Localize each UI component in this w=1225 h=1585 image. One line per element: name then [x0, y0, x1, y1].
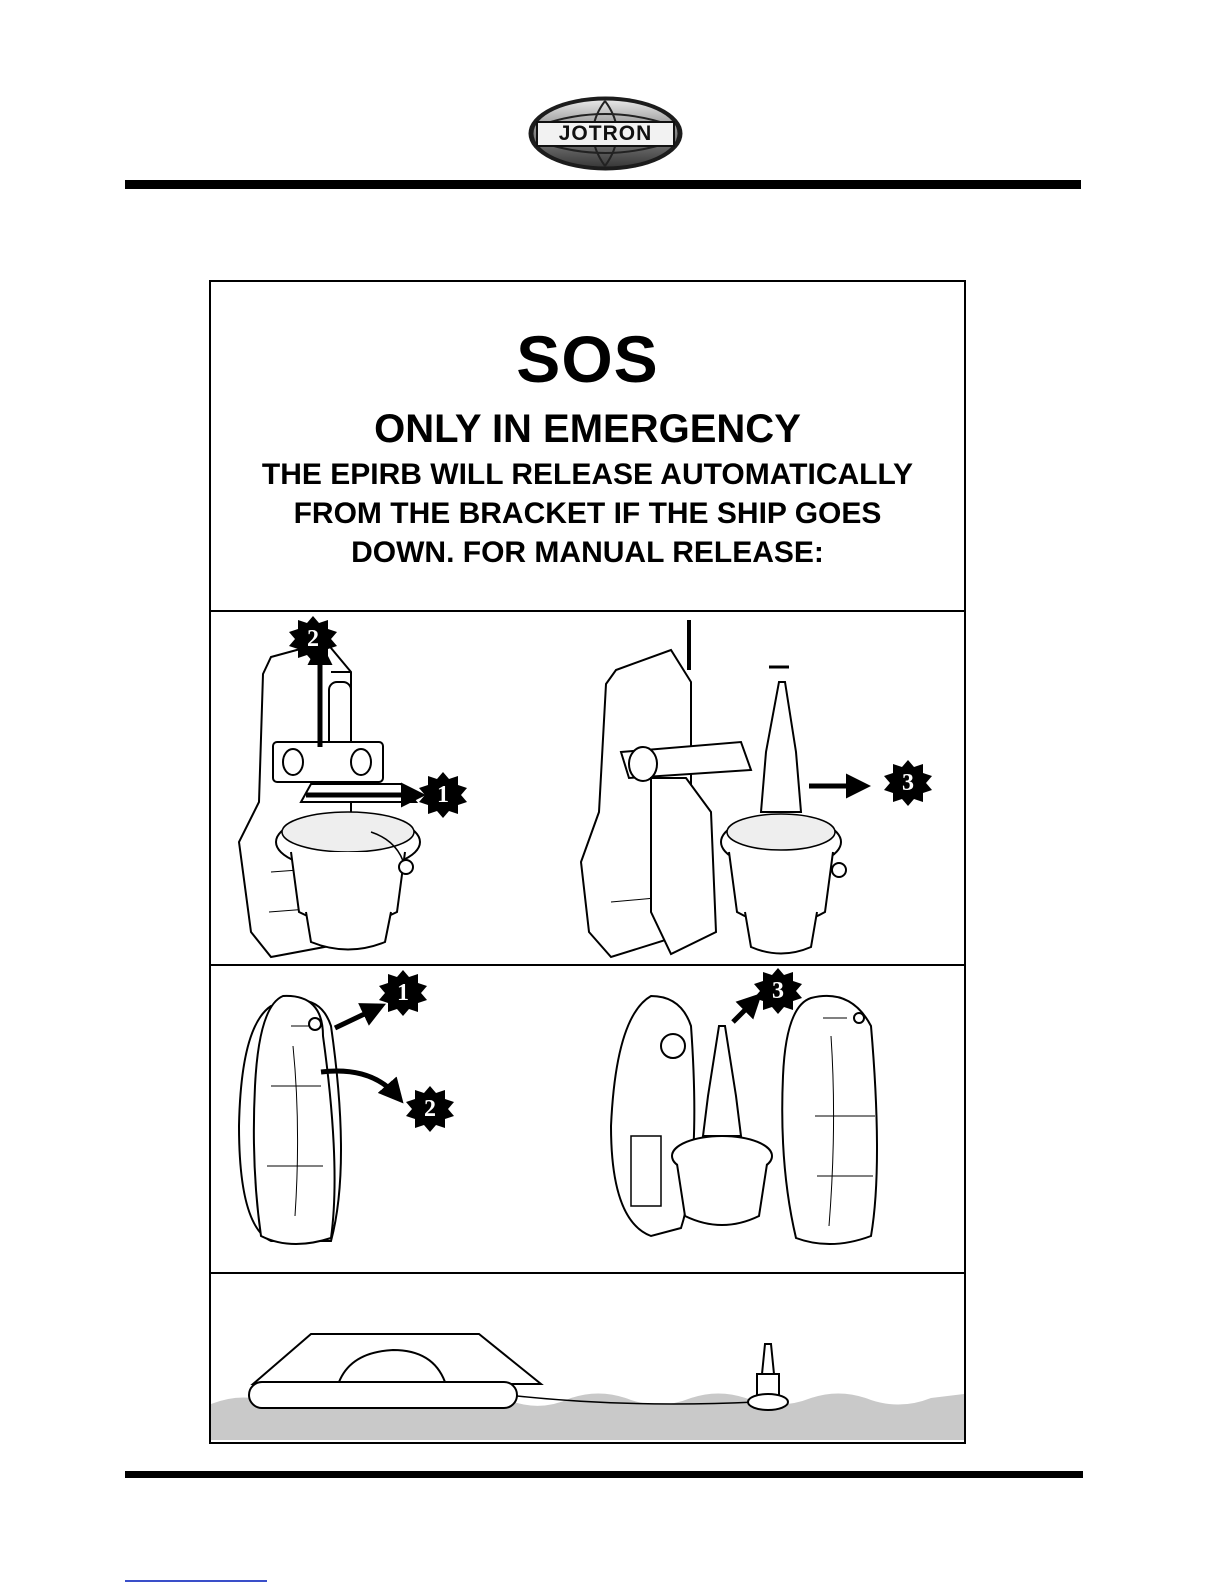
step-number-2: 2 — [415, 1094, 445, 1124]
bracket-release-panel: 2 1 3 — [211, 612, 964, 966]
header-rule — [125, 180, 1081, 189]
step-number-3: 3 — [763, 976, 793, 1006]
release-instructions: THE EPIRB WILL RELEASE AUTOMATICALLY FRO… — [221, 455, 954, 572]
instruction-line: FROM THE BRACKET IF THE SHIP GOES — [221, 494, 954, 533]
instruction-line: THE EPIRB WILL RELEASE AUTOMATICALLY — [221, 455, 954, 494]
step-number-1: 1 — [388, 978, 418, 1008]
instruction-frame: SOS ONLY IN EMERGENCY THE EPIRB WILL REL… — [209, 280, 966, 1444]
liferaft-illustration — [249, 1334, 541, 1408]
container-release-panel: 1 2 3 — [211, 966, 964, 1274]
liferaft-float-panel — [211, 1274, 964, 1442]
footer-link-underline[interactable] — [125, 1580, 267, 1582]
step-number-2: 2 — [298, 624, 328, 654]
opened-container-illustration — [611, 996, 877, 1244]
footer-rule — [125, 1471, 1083, 1478]
logo-text: JOTRON — [537, 122, 674, 146]
epirb-in-bracket-illustration — [239, 642, 420, 957]
notice-panel: SOS ONLY IN EMERGENCY THE EPIRB WILL REL… — [211, 282, 964, 612]
instruction-line: DOWN. FOR MANUAL RELEASE: — [221, 533, 954, 572]
closed-container-illustration — [239, 996, 397, 1244]
floating-epirb-illustration — [748, 1344, 788, 1410]
step-number-3: 3 — [893, 768, 923, 798]
sos-title: SOS — [211, 326, 964, 392]
jotron-logo: JOTRON — [527, 95, 684, 172]
epirb-removed-illustration — [581, 620, 861, 957]
emergency-subtitle: ONLY IN EMERGENCY — [211, 409, 964, 449]
step-number-1: 1 — [428, 780, 458, 810]
